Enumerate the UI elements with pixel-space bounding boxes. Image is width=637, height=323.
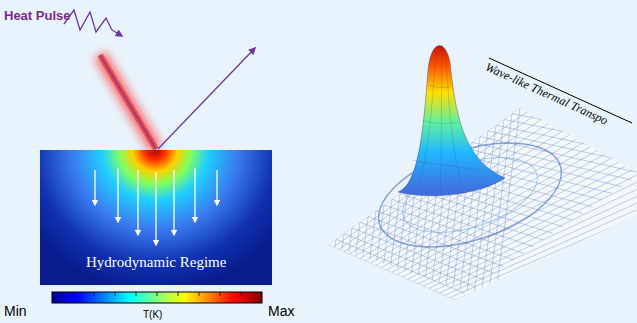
max-label: Max — [268, 304, 294, 319]
min-label: Min — [4, 304, 27, 319]
regime-box: Hydrodynamic Regime — [40, 150, 272, 285]
pulse-label: Heat Pulse — [4, 9, 70, 23]
transport-label: Wave-like Thermal Transpo — [483, 61, 609, 128]
unit-label: T(K) — [143, 309, 162, 320]
region-label: Hydrodynamic Regime — [86, 254, 226, 271]
